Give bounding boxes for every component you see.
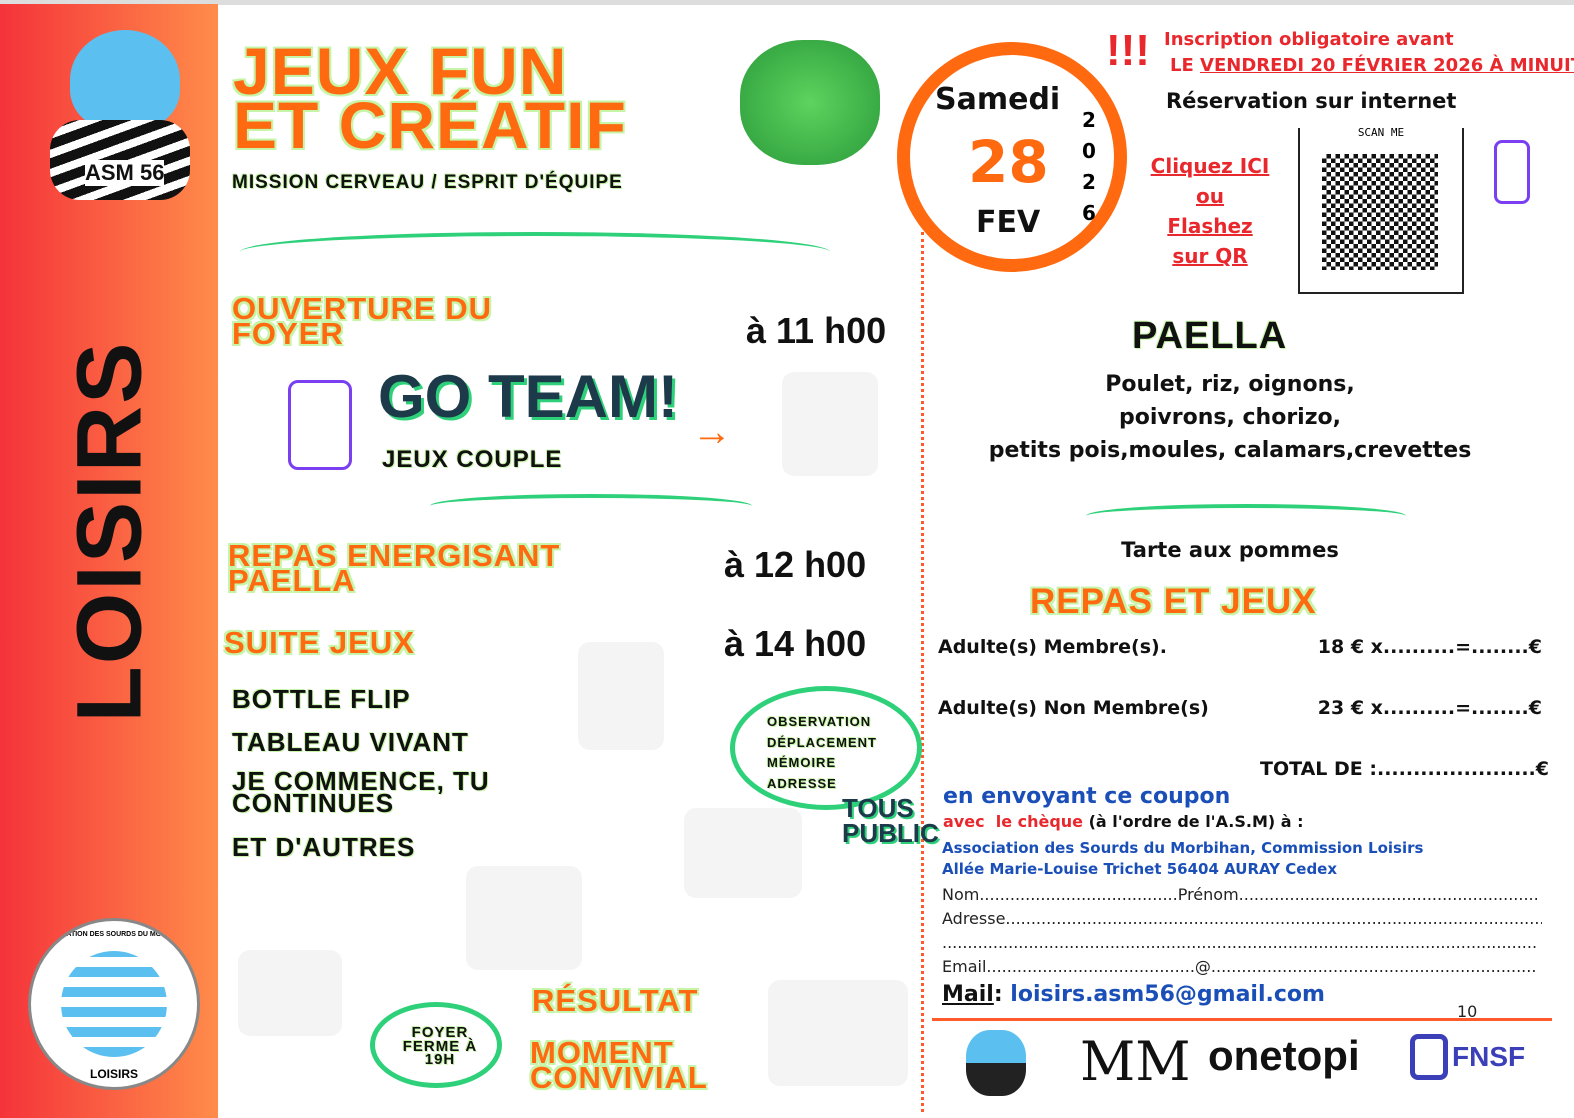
arrow-icon: → — [692, 410, 732, 454]
dancing-illustration — [238, 950, 342, 1036]
asm-logo-bottom: ASSOCIATION DES SOURDS DU MORBIHAN LOISI… — [28, 918, 200, 1090]
coupon-send: en envoyant ce coupon — [943, 784, 1231, 809]
address-field-2[interactable]: ........................................… — [942, 933, 1538, 952]
brain-illustration — [740, 40, 880, 165]
game-item: JE COMMENCE, TU CONTINUES — [232, 766, 490, 819]
hand-icon — [288, 380, 352, 470]
swoosh — [430, 494, 752, 518]
sponsor-fnsf-logo: FNSF — [1410, 1034, 1525, 1080]
price-row: Adulte(s) Membre(s).18 € x..........=...… — [938, 636, 1542, 658]
top-border — [0, 0, 1574, 5]
convivial-label: MOMENT CONVIVIAL — [530, 1035, 708, 1096]
menu-ingredients: Poulet, riz, oignons,poivrons, chorizo,p… — [988, 372, 1472, 463]
date-month: FEV — [976, 205, 1041, 240]
go-team-sub: JEUX COUPLE — [382, 446, 563, 473]
result-label: RÉSULTAT — [532, 983, 699, 1018]
name-field[interactable]: Nom.....................................… — [942, 885, 1540, 904]
subtitle: MISSION CERVEAU / ESPRIT D'ÉQUIPE — [232, 172, 623, 193]
menu-title: PAELLA — [1132, 315, 1288, 357]
title-line2: ET CRÉATIF — [233, 88, 627, 162]
mail-contact: Mail: loisirs.asm56@gmail.com — [942, 982, 1325, 1007]
skills-oval — [730, 686, 922, 810]
internet-reservation: Réservation sur internet — [1166, 89, 1457, 113]
coupon-address2: Allée Marie-Louise Trichet 56404 AURAY C… — [942, 860, 1338, 878]
schedule-title: SUITE JEUX — [224, 625, 415, 660]
coupon-cheque: avec le chèque (à l'ordre de l'A.S.M) à … — [943, 812, 1304, 831]
sponsor-mm-logo: MM — [1080, 1030, 1191, 1093]
divider-dotted — [921, 232, 924, 1112]
sponsor-onetopi-logo: onetopi — [1208, 1032, 1360, 1079]
pricing-title: REPAS ET JEUX — [1030, 582, 1317, 621]
schedule-time: à 12 h00 — [724, 544, 867, 585]
qr-code[interactable] — [1322, 154, 1438, 270]
coupon-address1: Association des Sourds du Morbihan, Comm… — [942, 839, 1424, 857]
audience-label: TOUS PUBLIC — [842, 793, 939, 848]
game-item: ET D'AUTRES — [232, 832, 416, 862]
go-team-label: GO TEAM! — [378, 363, 678, 430]
page-number: 10 — [1457, 1002, 1478, 1021]
sidebar-label: LOISIRS — [58, 340, 161, 723]
price-total: TOTAL DE :......................€ — [1260, 758, 1549, 780]
title-line1: JEUX FUN — [233, 34, 568, 108]
date-day: 28 — [968, 128, 1049, 196]
swoosh — [1086, 504, 1406, 528]
highfive-illustration — [768, 980, 908, 1086]
registration-notice: Inscription obligatoire avant — [1164, 29, 1454, 50]
game-item: TABLEAU VIVANT — [232, 727, 469, 757]
schedule-time: à 14 h00 — [724, 623, 867, 664]
schedule-title: REPAS ENERGISANT PAELLA — [228, 538, 561, 599]
books-illustration — [578, 642, 664, 750]
walking-illustration — [466, 866, 582, 970]
schedule-title: OUVERTURE DU FOYER — [232, 291, 493, 352]
address-field[interactable]: Adresse.................................… — [942, 909, 1542, 928]
date-day-name: Samedi — [935, 82, 1061, 117]
menu-dessert: Tarte aux pommes — [1121, 538, 1339, 562]
fnsf-icon — [1410, 1034, 1448, 1080]
closing-oval — [370, 1002, 502, 1088]
magnifier-illustration — [684, 808, 802, 898]
phone-scan-icon — [1494, 140, 1530, 204]
game-item: BOTTLE FLIP — [232, 684, 411, 714]
team-illustration — [782, 372, 878, 476]
registration-deadline: LE VENDREDI 20 FÉVRIER 2026 À MINUIT! — [1170, 55, 1574, 76]
price-row: Adulte(s) Non Membre(s)23 € x..........=… — [938, 697, 1542, 719]
asm-logo-top: ASM 56 — [30, 30, 190, 210]
sponsor-asm-logo — [966, 1030, 1026, 1096]
email-field[interactable]: Email...................................… — [942, 957, 1538, 976]
closing-time: FOYER FERME À 19H — [402, 1024, 478, 1068]
mail-link[interactable]: loisirs.asm56@gmail.com — [1010, 982, 1325, 1007]
qr-frame[interactable]: SCAN ME — [1298, 126, 1464, 294]
footer-divider — [932, 1018, 1552, 1021]
exclamation-icon: !!! — [1106, 26, 1150, 75]
schedule-time: à 11 h00 — [746, 310, 887, 351]
swoosh — [240, 232, 830, 272]
